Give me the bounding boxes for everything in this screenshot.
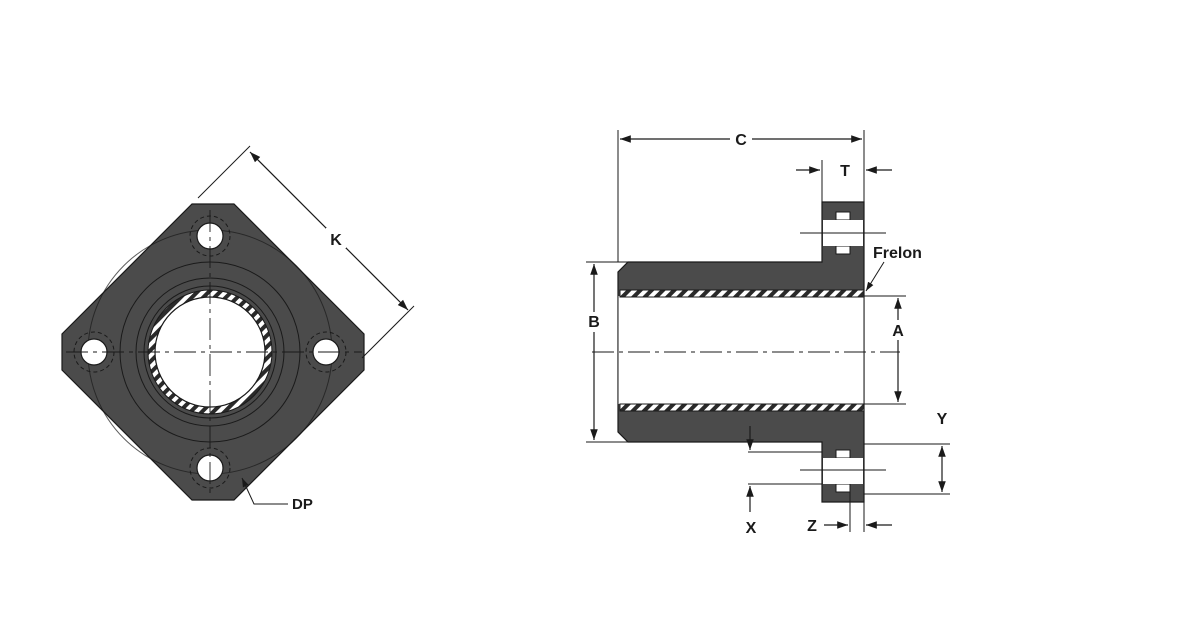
- frelon-liner-top: [619, 289, 865, 298]
- label-k: K: [330, 232, 342, 249]
- label-c: C: [735, 132, 747, 149]
- frelon-liner-bottom: [619, 403, 865, 412]
- side-bore: [618, 296, 864, 404]
- front-view: K DP: [61, 145, 415, 513]
- label-dp: DP: [292, 496, 313, 513]
- label-frelon: Frelon: [873, 245, 922, 262]
- flange-groove-top: [835, 211, 851, 221]
- k-extension-2: [361, 305, 415, 359]
- flange-groove-lower: [835, 449, 851, 459]
- flange-bolt-hole-bottom: [823, 458, 863, 484]
- k-extension-1: [197, 145, 251, 199]
- dp-leader: [241, 477, 288, 505]
- label-z: Z: [807, 518, 817, 535]
- side-view: C T Frelon B A Y X: [584, 128, 950, 537]
- frelon-leader: [865, 261, 885, 292]
- label-y: Y: [937, 411, 948, 428]
- label-x: X: [746, 520, 757, 537]
- label-t: T: [840, 163, 850, 180]
- flange-groove-upper: [835, 245, 851, 255]
- flange-groove-bottom: [835, 483, 851, 493]
- label-b: B: [588, 314, 600, 331]
- label-a: A: [892, 323, 904, 340]
